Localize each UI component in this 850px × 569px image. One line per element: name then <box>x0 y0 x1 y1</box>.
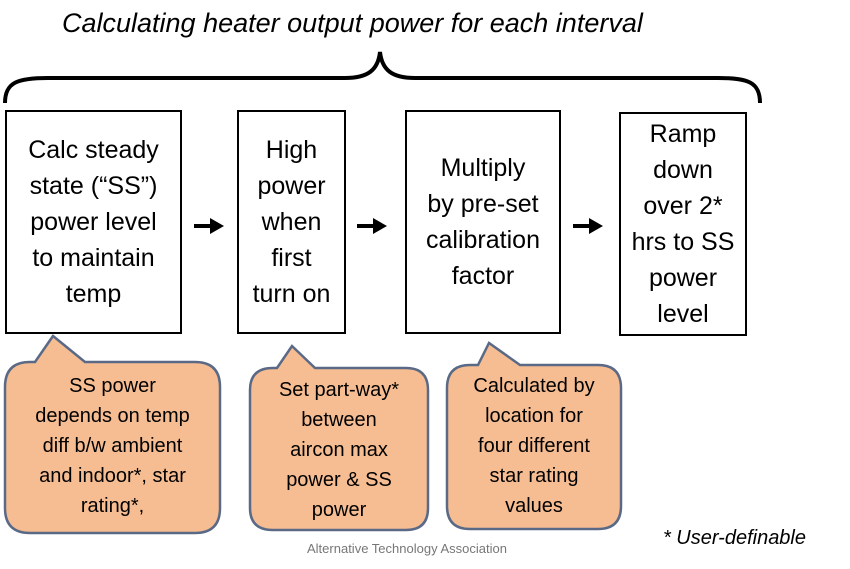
step-box-calibration: Multiply by pre-set calibration factor <box>405 110 561 334</box>
curly-brace <box>3 51 762 104</box>
step-box-steady-state: Calc steady state (“SS”) power level to … <box>5 110 182 334</box>
callout-calibration-note: Calculated by location for four differen… <box>473 374 595 517</box>
arrow-icon <box>194 218 224 234</box>
step-box-ramp-down: Ramp down over 2* hrs to SS power level <box>619 112 747 336</box>
step-box-high-power: High power when first turn on <box>237 110 346 334</box>
diagram-title: Calculating heater output power for each… <box>62 8 643 38</box>
watermark: Alternative Technology Association <box>307 541 507 556</box>
speech-bubble-2 <box>248 344 430 532</box>
callout-high-power-note: Set part-way* between aircon max power &… <box>278 378 400 521</box>
arrow-icon <box>357 218 387 234</box>
footnote: * User-definable <box>662 527 806 549</box>
speech-bubble-3 <box>445 341 623 531</box>
speech-bubble-1 <box>3 334 222 535</box>
callout-steady-state-note: SS power depends on temp diff b/w ambien… <box>35 374 190 517</box>
arrow-icon <box>573 218 603 234</box>
